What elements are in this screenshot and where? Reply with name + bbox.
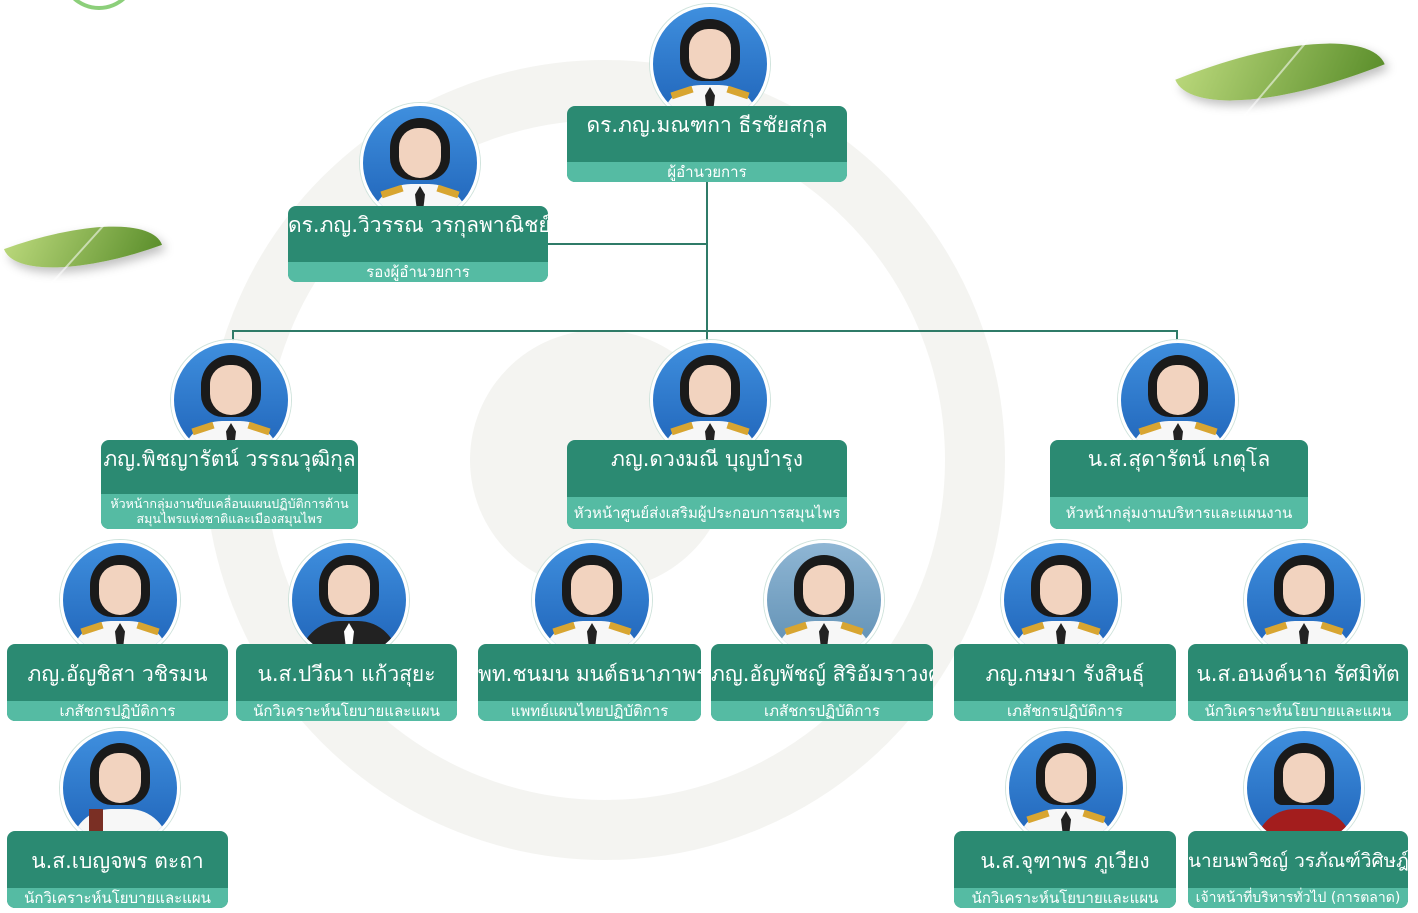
group3-staff4-role: เจ้าหน้าที่บริหารทั่วไป (การตลาด) <box>1188 888 1408 908</box>
group1-staff1-name: ภญ.อัญชิสา วชิรมน <box>27 662 208 686</box>
director-photo <box>650 4 770 124</box>
group2-head-role: หัวหน้าศูนย์ส่งเสริมผู้ประกอบการสมุนไพร <box>567 497 847 529</box>
group3-staff3-role: นักวิเคราะห์นโยบายและแผน <box>954 888 1176 908</box>
group2-staff2-role: เภสัชกรปฏิบัติการ <box>711 701 933 721</box>
group3-staff2-photo <box>1244 540 1364 660</box>
group2-staff2-name: ภญ.อัญพัชญ์ สิริอัมราวงศ์ <box>711 662 933 686</box>
group1-head-name: ภญ.พิชญารัตน์ วรรณวุฒิกุล <box>103 447 356 471</box>
group1-head-card: ภญ.พิชญารัตน์ วรรณวุฒิกุล หัวหน้ากลุ่มงา… <box>101 440 358 529</box>
group3-staff1-photo <box>1001 540 1121 660</box>
group3-staff1-card: ภญ.กษมา รังสินธุ์ เภสัชกรปฏิบัติการ <box>954 644 1176 721</box>
group1-staff2-role: นักวิเคราะห์นโยบายและแผน <box>236 701 457 721</box>
group2-staff1-role: แพทย์แผนไทยปฏิบัติการ <box>478 701 701 721</box>
group3-staff3-photo <box>1006 728 1126 848</box>
group1-staff3-role: นักวิเคราะห์นโยบายและแผน <box>7 888 228 908</box>
leaf-decoration-left <box>3 197 163 297</box>
deputy-photo <box>360 103 480 223</box>
group1-staff2-photo <box>289 540 409 660</box>
group1-staff1-photo <box>60 540 180 660</box>
group1-staff1-role: เภสัชกรปฏิบัติการ <box>7 701 228 721</box>
group3-staff1-name: ภญ.กษมา รังสินธุ์ <box>985 662 1145 686</box>
group3-staff4-card: นายนพวิชญ์ วรภัณฑ์วิศิษฎ์ เจ้าหน้าที่บริ… <box>1188 831 1408 908</box>
group1-staff3-photo <box>60 728 180 848</box>
director-name: ดร.ภญ.มณฑกา ธีรชัยสกุล <box>586 113 828 137</box>
group2-staff2-card: ภญ.อัญพัชญ์ สิริอัมราวงศ์ เภสัชกรปฏิบัติ… <box>711 644 933 721</box>
group3-head-role: หัวหน้ากลุ่มงานบริหารและแผนงาน <box>1050 497 1308 529</box>
group3-staff3-card: น.ส.จุฑาพร ภูเวียง นักวิเคราะห์นโยบายและ… <box>954 831 1176 908</box>
deputy-name: ดร.ภญ.วิวรรณ วรกุลพาณิชย์ <box>288 213 548 237</box>
group3-staff2-role: นักวิเคราะห์นโยบายและแผน <box>1188 701 1408 721</box>
connector-horizontal-bus <box>232 330 1178 332</box>
group2-staff2-photo <box>764 540 884 660</box>
group2-staff1-card: พท.ชนมน มนต์ธนาภาพร แพทย์แผนไทยปฏิบัติกา… <box>478 644 701 721</box>
group3-staff4-name: นายนพวิชญ์ วรภัณฑ์วิศิษฎ์ <box>1188 850 1408 872</box>
group2-head-name: ภญ.ดวงมณี บุญบำรุง <box>611 447 803 471</box>
leaf-decoration-top-right <box>1175 4 1385 140</box>
group2-staff1-photo <box>532 540 652 660</box>
group1-staff3-card: น.ส.เบญจพร ตะถา นักวิเคราะห์นโยบายและแผน <box>7 831 228 908</box>
group3-staff2-card: น.ส.อนงค์นาถ รัศมิทัต นักวิเคราะห์นโยบาย… <box>1188 644 1408 721</box>
deputy-card: ดร.ภญ.วิวรรณ วรกุลพาณิชย์ รองผู้อำนวยการ <box>288 206 548 282</box>
group3-staff3-name: น.ส.จุฑาพร ภูเวียง <box>980 849 1150 873</box>
group1-staff2-name: น.ส.ปวีณา แก้วสุยะ <box>257 662 436 686</box>
group3-head-card: น.ส.สุดารัตน์ เกตุโล หัวหน้ากลุ่มงานบริห… <box>1050 440 1308 529</box>
group1-staff1-card: ภญ.อัญชิสา วชิรมน เภสัชกรปฏิบัติการ <box>7 644 228 721</box>
connector-director-trunk <box>706 182 708 442</box>
group1-staff2-card: น.ส.ปวีณา แก้วสุยะ นักวิเคราะห์นโยบายและ… <box>236 644 457 721</box>
group1-head-role: หัวหน้ากลุ่มงานขับเคลื่อนแผนปฏิบัติการด้… <box>101 494 358 529</box>
group3-staff4-photo <box>1244 728 1364 848</box>
director-role: ผู้อำนวยการ <box>567 162 847 182</box>
group2-staff1-name: พท.ชนมน มนต์ธนาภาพร <box>478 662 701 686</box>
group1-staff3-name: น.ส.เบญจพร ตะถา <box>31 849 204 873</box>
deputy-role: รองผู้อำนวยการ <box>288 262 548 282</box>
connector-deputy <box>547 243 707 245</box>
director-card: ดร.ภญ.มณฑกา ธีรชัยสกุล ผู้อำนวยการ <box>567 106 847 182</box>
decorative-ring <box>60 0 138 10</box>
group3-staff1-role: เภสัชกรปฏิบัติการ <box>954 701 1176 721</box>
group2-head-card: ภญ.ดวงมณี บุญบำรุง หัวหน้าศูนย์ส่งเสริมผ… <box>567 440 847 529</box>
group3-staff2-name: น.ส.อนงค์นาถ รัศมิทัต <box>1196 662 1400 686</box>
group3-head-name: น.ส.สุดารัตน์ เกตุโล <box>1087 447 1271 471</box>
